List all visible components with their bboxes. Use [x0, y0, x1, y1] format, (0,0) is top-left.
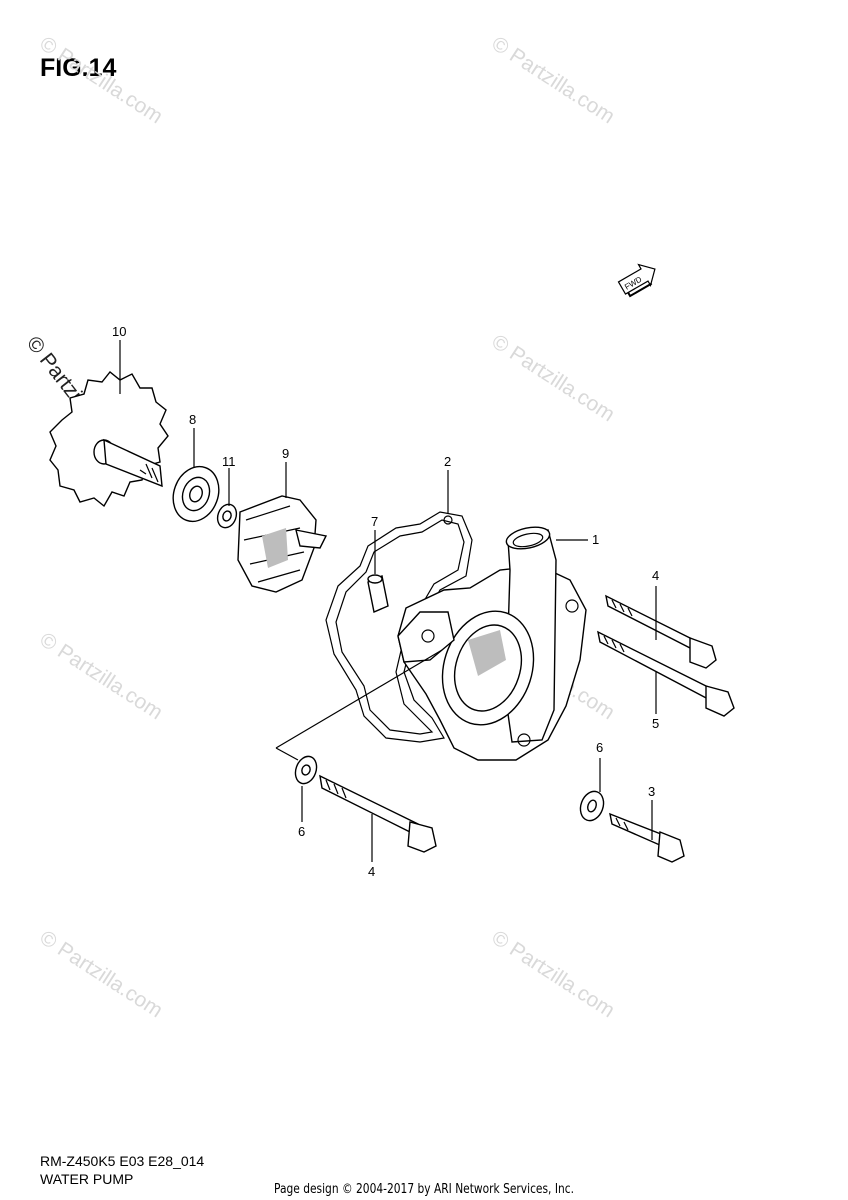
callout-4: 4 [652, 568, 659, 583]
figure-caption: WATER PUMP [40, 1171, 134, 1187]
part-6-washer-right [579, 790, 605, 822]
callouts: 10 8 11 9 2 7 1 4 5 6 3 6 4 [112, 324, 659, 879]
part-7-dowel [367, 574, 389, 613]
callout-6-left: 6 [298, 824, 305, 839]
part-4-bolt-lower [319, 774, 437, 853]
part-5-bolt-long [597, 630, 735, 717]
callout-4-lower: 4 [368, 864, 375, 879]
callout-8: 8 [189, 412, 196, 427]
part-11-washer [216, 503, 238, 529]
callout-2: 2 [444, 454, 451, 469]
callout-7: 7 [371, 514, 378, 529]
fwd-arrow-icon: FWD [617, 263, 656, 298]
part-8-seal [172, 465, 220, 523]
leader-lines [119, 340, 657, 862]
part-10-shaft-gear [49, 371, 169, 508]
part-2-gasket [325, 511, 473, 743]
callout-3: 3 [648, 784, 655, 799]
part-9-impeller [237, 495, 328, 593]
model-code: RM-Z450K5 E03 E28_014 [40, 1153, 205, 1169]
callout-10: 10 [112, 324, 126, 339]
copyright-footer: Page design © 2004-2017 by ARI Network S… [274, 1182, 574, 1197]
part-3-bolt-short [609, 812, 685, 863]
part-6-washer-left [294, 755, 318, 785]
figure-title: FIG.14 [40, 54, 117, 82]
callout-11: 11 [222, 454, 236, 469]
callout-1: 1 [592, 532, 599, 547]
callout-5: 5 [652, 716, 659, 731]
part-4-bolt-upper [605, 594, 717, 669]
part-1-pump-cover [397, 526, 587, 761]
callout-9: 9 [282, 446, 289, 461]
callout-6: 6 [596, 740, 603, 755]
